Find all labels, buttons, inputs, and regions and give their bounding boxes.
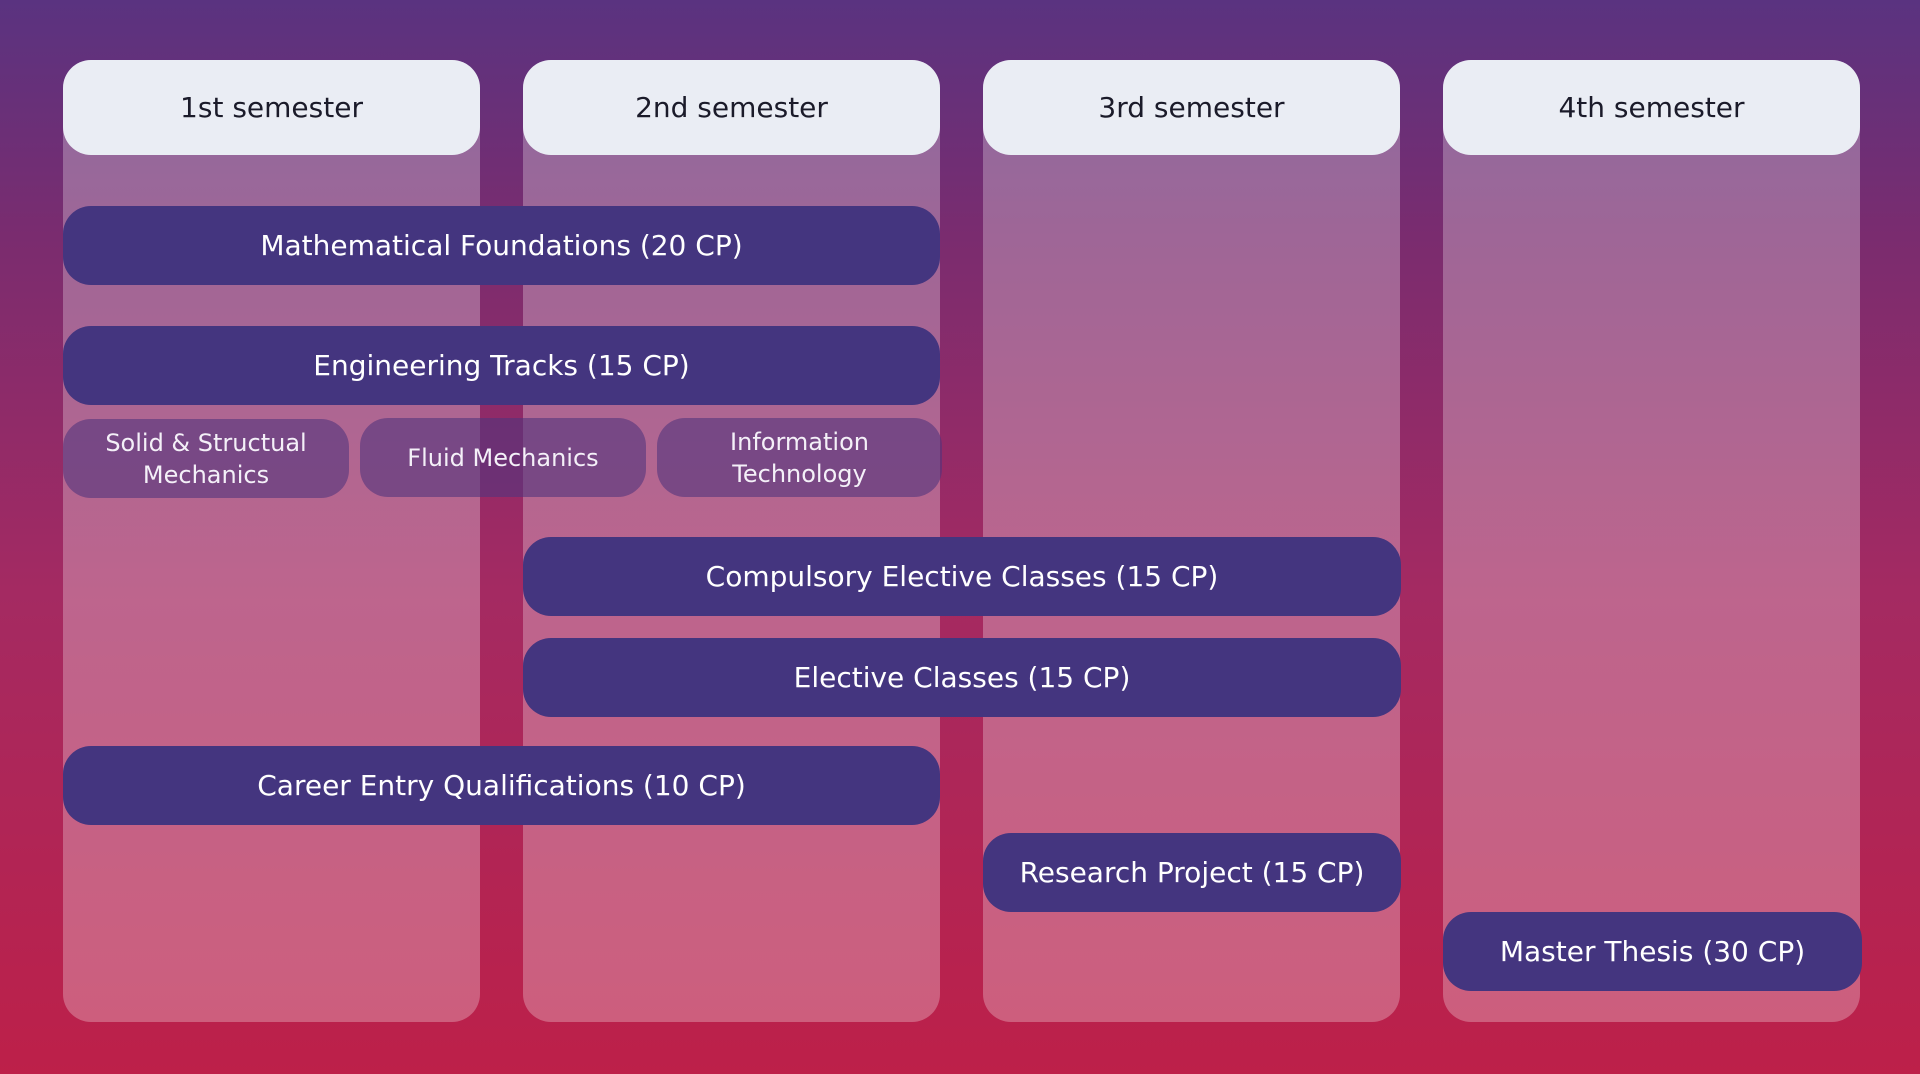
track-information-technology: Information Technology bbox=[657, 418, 942, 497]
semester-column-4: 4th semester bbox=[1443, 60, 1860, 1022]
track-fluid-mechanics: Fluid Mechanics bbox=[360, 418, 646, 497]
module-compulsory-elective-classes: Compulsory Elective Classes (15 CP) bbox=[523, 537, 1401, 616]
semester-header-4: 4th semester bbox=[1443, 60, 1860, 155]
module-master-thesis: Master Thesis (30 CP) bbox=[1443, 912, 1862, 991]
module-elective-classes: Elective Classes (15 CP) bbox=[523, 638, 1401, 717]
semester-column-1: 1st semester bbox=[63, 60, 480, 1022]
module-career-entry-qualifications: Career Entry Qualifications (10 CP) bbox=[63, 746, 940, 825]
semester-header-1: 1st semester bbox=[63, 60, 480, 155]
semester-header-3: 3rd semester bbox=[983, 60, 1400, 155]
track-solid-structural-mechanics: Solid & Structual Mechanics bbox=[63, 419, 349, 498]
semester-header-2: 2nd semester bbox=[523, 60, 940, 155]
module-engineering-tracks: Engineering Tracks (15 CP) bbox=[63, 326, 940, 405]
module-mathematical-foundations: Mathematical Foundations (20 CP) bbox=[63, 206, 940, 285]
module-research-project: Research Project (15 CP) bbox=[983, 833, 1401, 912]
